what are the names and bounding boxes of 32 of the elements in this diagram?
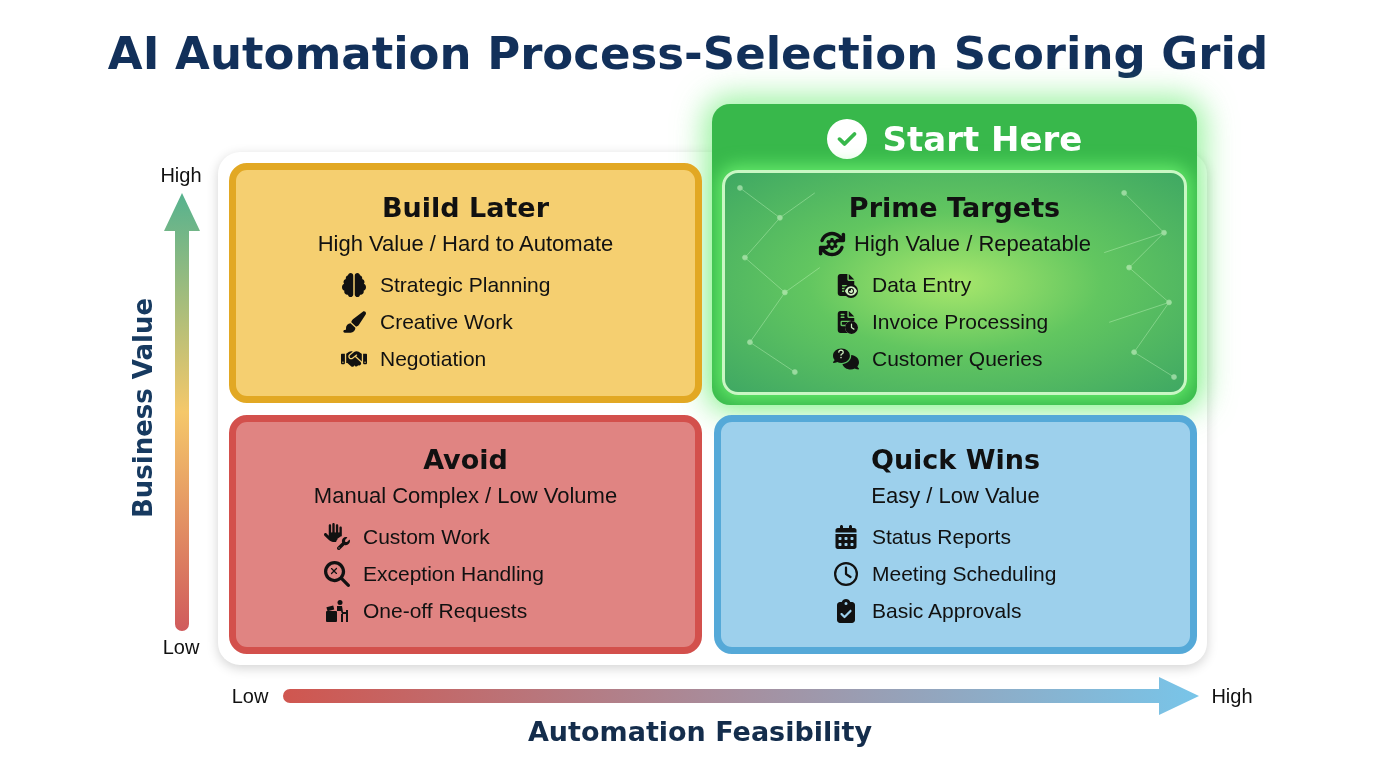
list-item-text: Data Entry — [872, 271, 972, 298]
quadrant-panel — [229, 163, 702, 403]
quadrant-title: Quick Wins — [870, 443, 1041, 477]
quadrant-subtitle: High Value / Repeatable — [854, 230, 1091, 258]
axis-end-label: Low — [162, 635, 200, 660]
list-item-text: Invoice Processing — [872, 308, 1049, 335]
quadrant-title: Build Later — [382, 191, 549, 225]
axis-end-label: High — [1211, 684, 1253, 709]
highlight-banner — [712, 104, 1197, 405]
quadrant-title: Prime Targets — [848, 191, 1061, 225]
axis-end-label: Low — [231, 684, 269, 709]
axis-title: Business Value — [126, 297, 159, 519]
axis-end-label: High — [160, 163, 202, 188]
diagram-title: AI Automation Process-Selection Scoring Grid — [107, 26, 1269, 82]
list-item-text: One-off Requests — [363, 597, 528, 624]
quadrant-panel — [714, 415, 1197, 654]
list-item-text: Meeting Scheduling — [872, 560, 1057, 587]
axis-title: Automation Feasibility — [527, 714, 873, 749]
list-item-text: Status Reports — [872, 523, 1011, 550]
quadrant-title: Avoid — [423, 443, 508, 477]
quadrant-panel — [229, 415, 702, 654]
list-item-text: Negotiation — [380, 345, 487, 372]
list-item-text: Basic Approvals — [872, 597, 1022, 624]
list-item-text: Customer Queries — [872, 345, 1043, 372]
quadrant-subtitle: Manual Complex / Low Volume — [313, 482, 618, 510]
list-item-text: Exception Handling — [363, 560, 544, 587]
quadrant-subtitle: Easy / Low Value — [871, 482, 1040, 510]
quadrant-subtitle: High Value / Hard to Automate — [317, 230, 614, 258]
list-item-text: Creative Work — [380, 308, 513, 335]
list-item-text: Custom Work — [363, 523, 490, 550]
banner-title: Start Here — [882, 118, 1083, 161]
list-item-text: Strategic Planning — [380, 271, 551, 298]
